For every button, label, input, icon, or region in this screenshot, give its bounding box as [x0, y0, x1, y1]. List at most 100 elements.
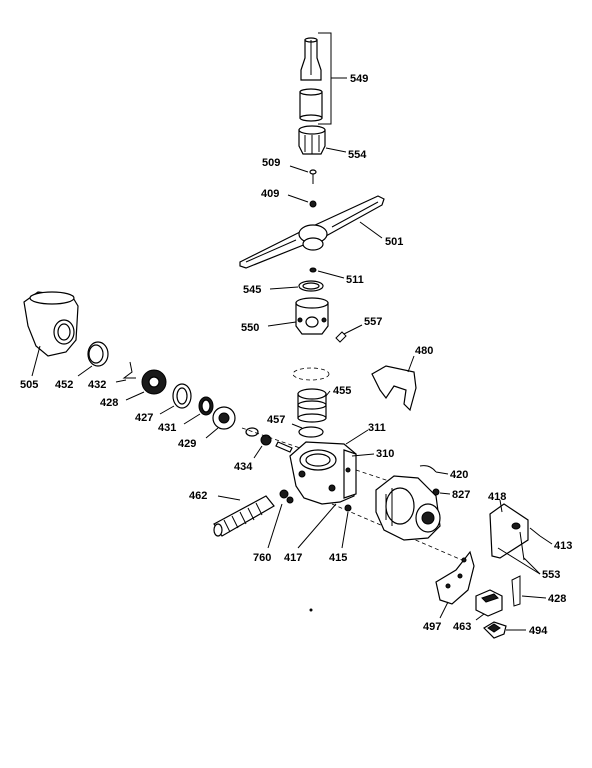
part-554-nut — [298, 125, 326, 155]
part-462-hose — [213, 495, 275, 537]
callout-827: 827 — [452, 489, 470, 501]
part-413 — [529, 527, 541, 537]
leader-428b — [521, 595, 547, 599]
callout-310: 310 — [376, 448, 394, 460]
callout-427: 427 — [135, 412, 153, 424]
leader-463 — [475, 613, 485, 621]
callout-452: 452 — [55, 379, 73, 391]
bracket-549 — [318, 32, 347, 125]
leader-428a — [125, 391, 145, 401]
part-827 — [432, 488, 440, 496]
callout-545: 545 — [243, 284, 261, 296]
leader-311 — [345, 429, 369, 445]
callout-429: 429 — [178, 438, 196, 450]
leader-462 — [217, 495, 241, 501]
seal-outline — [292, 367, 330, 381]
part-549-feed-tube — [299, 37, 323, 122]
callout-413: 413 — [554, 540, 572, 552]
callout-455: 455 — [333, 385, 351, 397]
leader-511 — [317, 270, 345, 279]
callout-415: 415 — [329, 552, 347, 564]
leader-431 — [183, 413, 201, 425]
part-455 — [297, 388, 327, 423]
axis-left — [241, 427, 301, 449]
callout-428b: 428 — [548, 593, 566, 605]
callout-420: 420 — [450, 469, 468, 481]
part-509-screw — [309, 169, 317, 184]
leader-429 — [205, 427, 219, 439]
part-motor — [375, 475, 441, 541]
leader-409 — [287, 194, 309, 203]
callout-511: 511 — [346, 274, 364, 286]
leader-420 — [435, 471, 449, 475]
leader-760 — [267, 503, 283, 549]
part-420-wire — [419, 465, 437, 473]
leader-418 — [499, 499, 503, 513]
leader-557 — [343, 324, 363, 335]
callout-549: 549 — [350, 73, 368, 85]
part-501-spray-arm — [239, 195, 385, 269]
leader-455 — [325, 390, 331, 397]
part-429-seal — [212, 406, 236, 430]
callout-434: 434 — [234, 461, 253, 473]
callout-462: 462 — [189, 490, 207, 502]
callout-553: 553 — [542, 569, 560, 581]
callout-554: 554 — [348, 149, 367, 161]
callout-432: 432 — [88, 379, 106, 391]
part-434 — [245, 427, 293, 453]
leader-827 — [439, 492, 451, 495]
leader-310 — [351, 453, 375, 457]
callout-311: 311 — [368, 422, 386, 434]
leader-415 — [341, 511, 349, 549]
leader-413 — [539, 535, 553, 545]
callout-497: 497 — [423, 621, 441, 633]
part-311-pump-body — [289, 441, 357, 505]
leader-501 — [359, 221, 383, 239]
leader-554 — [325, 147, 347, 153]
callout-557: 557 — [364, 316, 382, 328]
callout-463: 463 — [453, 621, 471, 633]
callout-760: 760 — [253, 552, 271, 564]
part-511 — [309, 267, 317, 273]
part-480-bracket — [371, 365, 417, 412]
part-494-clip — [483, 621, 507, 639]
part-557-clip — [335, 331, 347, 343]
axis-motor — [355, 469, 393, 483]
leader-509 — [289, 165, 309, 173]
callout-509: 509 — [262, 157, 280, 169]
leader-497 — [439, 601, 449, 619]
part-432-clip — [122, 361, 136, 379]
stray-dot — [309, 608, 313, 612]
callout-480: 480 — [415, 345, 433, 357]
part-409-washer — [309, 200, 317, 208]
part-428-pin — [511, 575, 521, 607]
part-505-housing — [23, 291, 79, 357]
callout-409: 409 — [261, 188, 279, 200]
part-463-switch — [475, 589, 503, 617]
part-428-impeller — [141, 369, 167, 395]
callout-505: 505 — [20, 379, 38, 391]
callout-428a: 428 — [100, 397, 118, 409]
leader-432 — [115, 379, 127, 383]
leader-457 — [291, 423, 303, 429]
callout-501: 501 — [385, 236, 403, 248]
part-497-bracket — [435, 550, 475, 605]
leader-545 — [269, 286, 299, 290]
callout-431: 431 — [158, 422, 176, 434]
part-550-housing — [295, 297, 329, 335]
leader-417 — [297, 503, 337, 549]
callout-457: 457 — [267, 414, 285, 426]
part-418-bracket — [489, 503, 529, 561]
callout-418: 418 — [488, 491, 506, 503]
part-760-fitting — [279, 489, 294, 504]
callout-550: 550 — [241, 322, 259, 334]
part-457-ring — [298, 426, 324, 438]
leader-434 — [253, 445, 263, 459]
part-452-clamp — [87, 341, 109, 367]
leader-505 — [31, 345, 41, 377]
leader-553a — [497, 547, 541, 575]
callout-494: 494 — [529, 625, 548, 637]
part-415-screw — [344, 504, 352, 512]
